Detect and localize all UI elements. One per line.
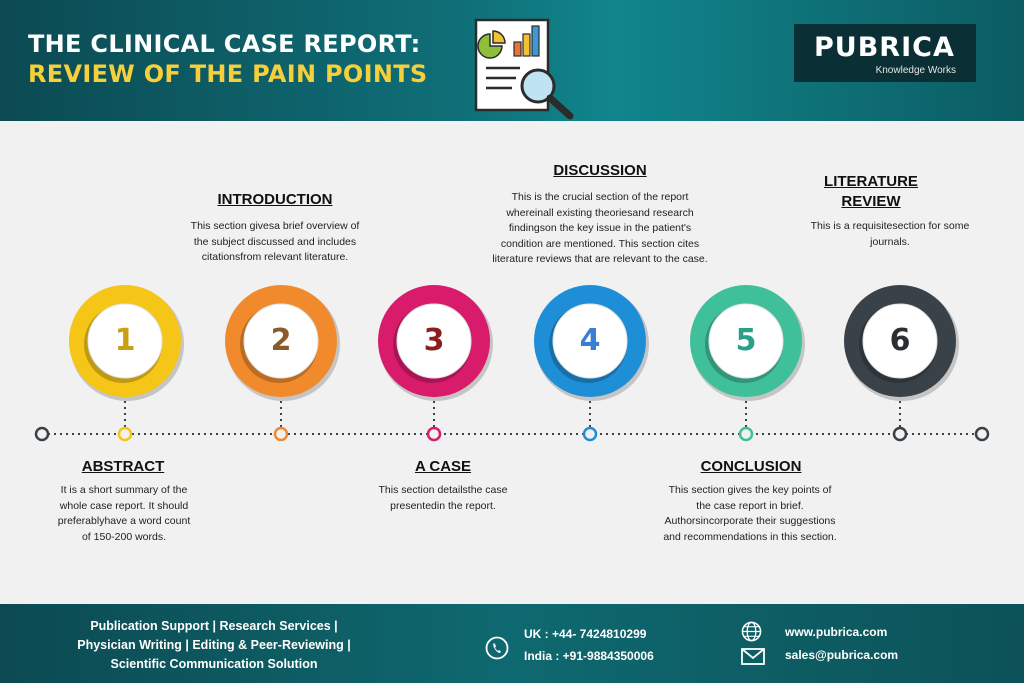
step-2-number: 2 <box>270 323 292 358</box>
logo-text: PUBRICA <box>814 32 955 63</box>
services-line-3: Scientific Communication Solution <box>110 657 318 671</box>
email-link[interactable]: sales@pubrica.com <box>785 648 899 662</box>
phone-india: India : +91-9884350006 <box>524 649 654 663</box>
step-3-inner-disc <box>396 303 472 379</box>
step-4-inner-disc <box>552 303 628 379</box>
phone-icon <box>485 636 509 660</box>
step-4-number: 4 <box>579 323 601 358</box>
services-line-1: Publication Support | Research Services … <box>90 619 338 633</box>
step-4-text: This is the crucial section of the repor… <box>492 191 708 265</box>
step-2-inner-disc <box>243 303 319 379</box>
step-1-inner-disc <box>87 303 163 379</box>
step-6-inner-disc <box>862 303 938 379</box>
step-5-heading: CONCLUSION <box>700 458 802 475</box>
step-3-number: 3 <box>423 323 445 358</box>
header: THE CLINICAL CASE REPORT: REVIEW OF THE … <box>0 0 1024 121</box>
step-5-number: 5 <box>735 323 757 358</box>
phone-uk: UK : +44- 7424810299 <box>524 627 647 641</box>
timeline-end-dot <box>974 426 990 442</box>
report-magnifier-icon <box>474 18 574 120</box>
mail-icon <box>741 648 765 665</box>
title-line-1: THE CLINICAL CASE REPORT: <box>28 30 421 58</box>
step-3-timeline-dot <box>426 426 442 442</box>
globe-icon <box>741 621 762 642</box>
step-6-timeline-dot <box>892 426 908 442</box>
pubrica-logo: PUBRICA Knowledge Works <box>794 24 976 82</box>
step-4-heading: DISCUSSION <box>553 162 647 179</box>
timeline-start-dot <box>34 426 50 442</box>
step-5-timeline-dot <box>738 426 754 442</box>
step-2-heading: INTRODUCTION <box>217 191 333 208</box>
step-6-number: 6 <box>889 323 911 358</box>
step-1-number: 1 <box>114 323 136 358</box>
website-link[interactable]: www.pubrica.com <box>785 625 888 639</box>
title-line-2: REVIEW OF THE PAIN POINTS <box>28 60 428 88</box>
step-1-timeline-dot <box>117 426 133 442</box>
step-2-timeline-dot <box>273 426 289 442</box>
logo-tagline: Knowledge Works <box>875 65 956 76</box>
services-line-2: Physician Writing | Editing & Peer-Revie… <box>77 638 351 652</box>
step-5-inner-disc <box>708 303 784 379</box>
footer: Publication Support | Research Services … <box>0 604 1024 683</box>
step-4-timeline-dot <box>582 426 598 442</box>
step-3-heading: A CASE <box>414 458 472 475</box>
step-1-heading: ABSTRACT <box>81 458 165 475</box>
